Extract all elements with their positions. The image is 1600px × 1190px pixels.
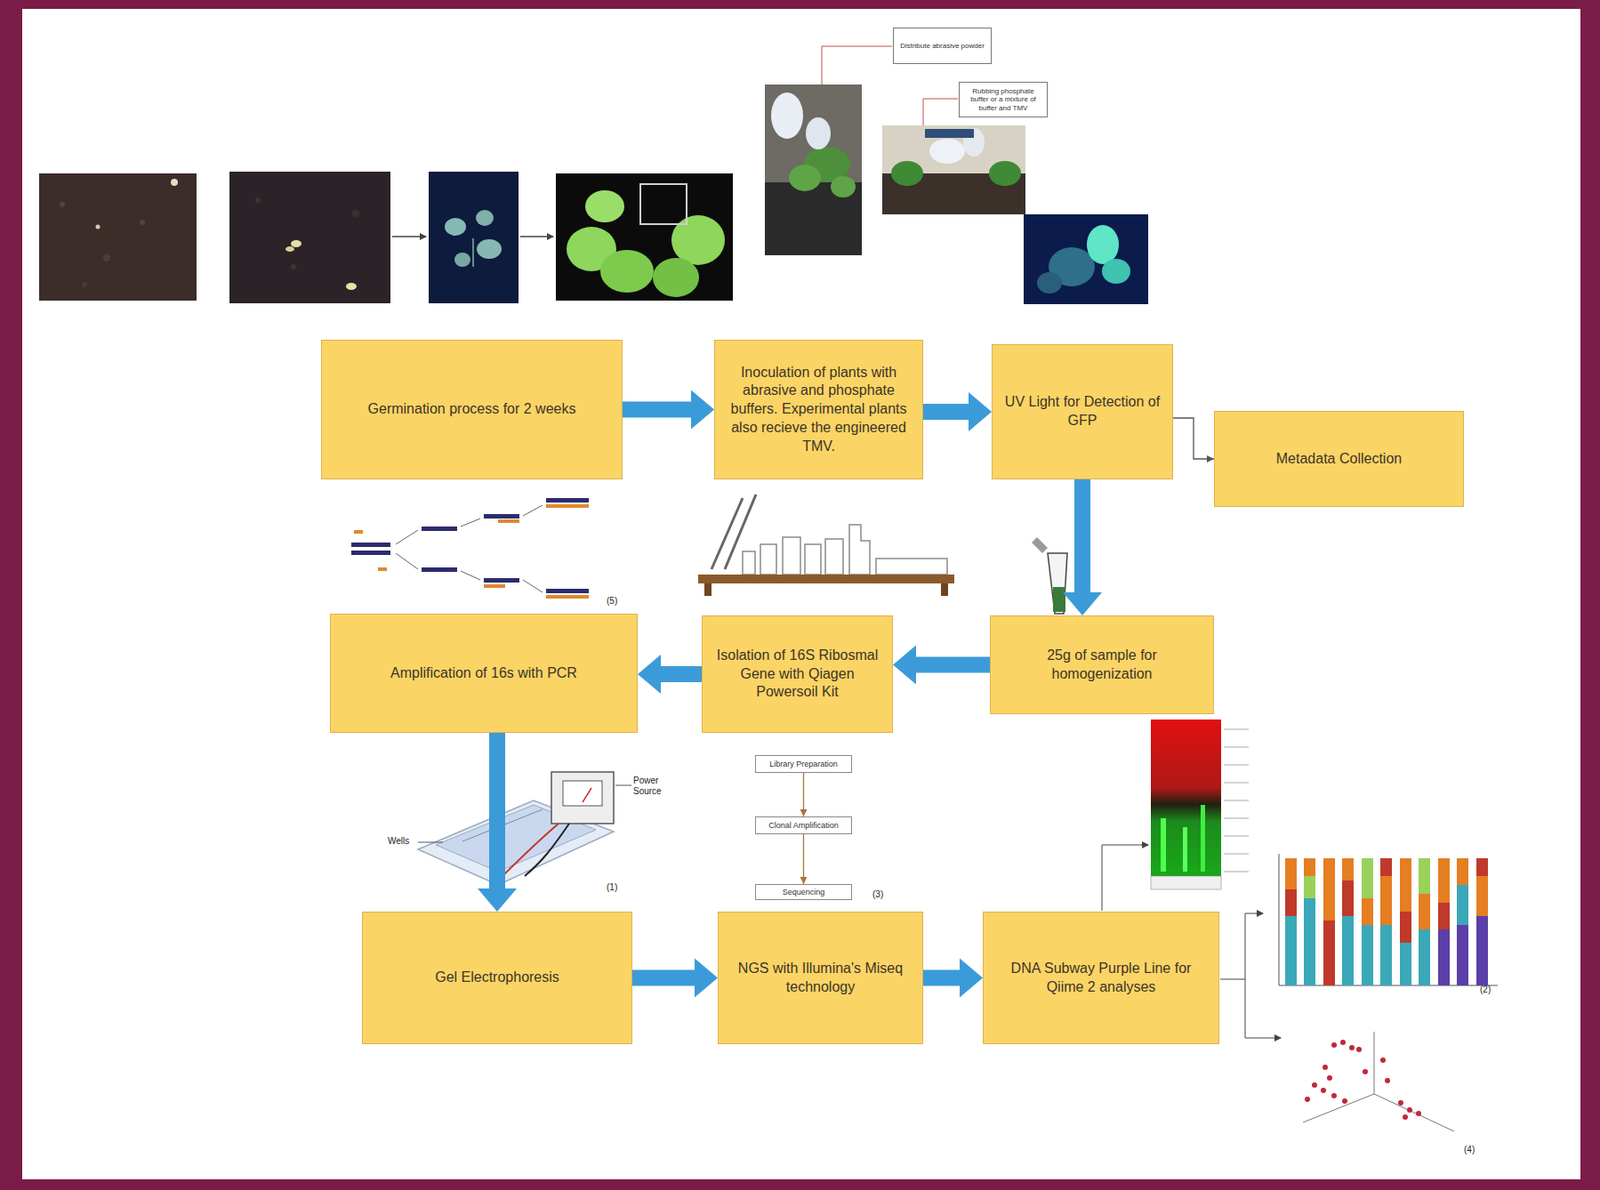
flow-arrow	[923, 392, 992, 432]
arrowhead	[691, 390, 715, 430]
node-text: Gel Electrophoresis	[434, 968, 560, 988]
leader-line	[1245, 979, 1281, 1038]
process-box: Amplification of 16s with PCR	[329, 613, 638, 733]
flow-arrow	[892, 645, 990, 685]
connector-line	[1173, 418, 1215, 459]
node-text: UV Light for Detection of GFP	[1001, 393, 1164, 431]
leader-line	[923, 98, 958, 126]
arrowhead	[1062, 592, 1102, 616]
arrow-shaft	[660, 666, 702, 683]
heatmap	[1150, 719, 1249, 890]
part-label: Wells	[387, 836, 419, 847]
node-text: Isolation of 16S Ribosmal Gene with Qiag…	[711, 646, 884, 702]
arrowhead	[968, 392, 992, 432]
seed-photo	[229, 171, 391, 304]
flow-arrow	[477, 732, 517, 912]
step-box: Library Preparation	[755, 755, 853, 773]
connector-line	[800, 834, 808, 885]
part-label: Power Source	[633, 775, 671, 796]
photo-arrow	[392, 235, 427, 238]
arrow-shaft	[916, 657, 990, 674]
arrow-shaft	[1074, 479, 1091, 593]
gfp-photo	[1023, 214, 1149, 305]
node-text: Metadata Collection	[1276, 450, 1402, 469]
seedling-photo	[428, 171, 519, 304]
callout-number: (5)	[606, 595, 634, 607]
callout-box: Rubbing phosphate buffer or a mixture of…	[958, 81, 1048, 118]
node-text: Clonal Amplification	[768, 820, 839, 830]
process-box: Germination process for 2 weeks	[321, 339, 623, 480]
arrowhead	[477, 888, 517, 912]
arrow-shaft	[632, 970, 695, 987]
buffer-photo	[882, 125, 1026, 215]
connector-line	[803, 834, 805, 885]
leader-line	[1101, 844, 1149, 911]
flow-arrow	[632, 958, 718, 998]
process-box: 25g of sample for homogenization	[989, 615, 1215, 715]
callout-number: (4)	[1463, 1144, 1491, 1156]
plant-photo	[555, 173, 733, 301]
soil-photo	[39, 173, 197, 301]
node-text: DNA Subway Purple Line for Qiime 2 analy…	[992, 959, 1210, 997]
callout-number: (3)	[872, 889, 900, 901]
process-box: Metadata Collection	[1214, 410, 1464, 507]
bar-chart	[1278, 853, 1498, 986]
glassware-illustration	[698, 494, 955, 596]
pcr-diagram	[351, 498, 589, 599]
node-text: Distribute abrasive powder	[900, 41, 985, 50]
arrow-shaft	[923, 970, 960, 987]
arrowhead	[1206, 455, 1215, 463]
arrowhead	[694, 958, 718, 998]
callout-number: (1)	[606, 882, 634, 893]
photo-arrow	[520, 235, 554, 238]
flow-arrow	[622, 390, 715, 430]
node-text: Amplification of 16s with PCR	[390, 664, 578, 684]
callout-box: Distribute abrasive powder	[892, 27, 992, 65]
pca-plot	[1302, 1031, 1455, 1132]
arrow-shaft	[622, 402, 692, 419]
node-text: Library Preparation	[769, 759, 838, 769]
node-text: Germination process for 2 weeks	[368, 400, 577, 419]
arrowhead	[800, 876, 808, 885]
arrowhead	[800, 809, 808, 817]
node-text: Sequencing	[782, 887, 826, 897]
flow-arrow	[1062, 479, 1102, 616]
connector-line	[1173, 418, 1215, 463]
inoculation-photo	[764, 84, 862, 256]
node-text: Rubbing phosphate buffer or a mixture of…	[963, 87, 1044, 113]
step-box: Sequencing	[755, 884, 853, 901]
arrowhead	[637, 654, 661, 694]
node-text: Inoculation of plants with abrasive and …	[723, 363, 914, 457]
node-text: NGS with Illumina's Miseq technology	[727, 959, 914, 997]
arrowhead	[959, 958, 983, 998]
flow-arrow	[923, 958, 983, 998]
callout-number: (2)	[1479, 984, 1507, 996]
process-box: Isolation of 16S Ribosmal Gene with Qiag…	[701, 615, 893, 733]
leader-line	[1220, 913, 1263, 980]
process-box: UV Light for Detection of GFP	[991, 344, 1174, 480]
arrowhead	[892, 645, 917, 685]
arrow-shaft	[489, 732, 506, 889]
arrow-shaft	[923, 403, 969, 420]
process-box: Inoculation of plants with abrasive and …	[714, 339, 924, 480]
pipette-illustration	[1031, 537, 1068, 614]
process-box: DNA Subway Purple Line for Qiime 2 analy…	[982, 911, 1220, 1045]
leader-line	[821, 46, 893, 85]
node-text: 25g of sample for homogenization	[999, 646, 1205, 684]
process-box: NGS with Illumina's Miseq technology	[717, 911, 924, 1045]
gel-illustration	[418, 771, 632, 885]
flow-arrow	[637, 654, 702, 694]
process-box: Gel Electrophoresis	[361, 911, 633, 1045]
connector-line	[800, 772, 808, 817]
step-box: Clonal Amplification	[755, 816, 853, 835]
